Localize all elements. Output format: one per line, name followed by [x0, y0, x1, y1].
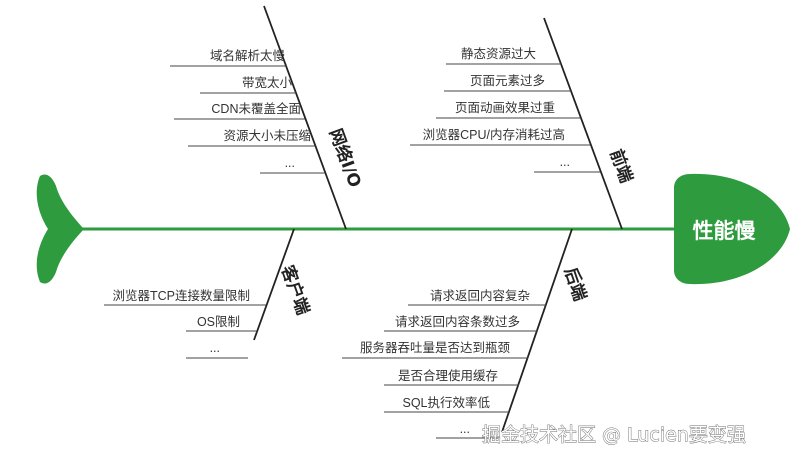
network-causes: 域名解析太慢 带宽太小 CDN未覆盖全面 资源大小未压缩 ... — [170, 48, 325, 174]
cause-frontend-4: 浏览器CPU/内存消耗过高 — [423, 127, 565, 142]
cause-network-4: 资源大小未压缩 — [223, 128, 311, 143]
bone-frontend — [543, 17, 623, 230]
cause-backend-3: 服务器吞吐量是否达到瓶颈 — [360, 340, 511, 355]
watermark: 掘金技术社区 @ Lucien要变强 — [482, 424, 746, 446]
head-label: 性能慢 — [693, 219, 757, 243]
cause-frontend-3: 页面动画效果过重 — [455, 100, 555, 115]
category-client-label: 客户端 — [276, 262, 313, 318]
fish-tail — [36, 174, 84, 284]
cause-network-3: CDN未覆盖全面 — [211, 101, 301, 116]
cause-backend-4: 是否合理使用缓存 — [398, 368, 498, 383]
cause-client-2: OS限制 — [197, 315, 240, 329]
category-network-label: 网络I/O — [325, 126, 366, 190]
client-causes: 浏览器TCP连接数量限制 OS限制 ... — [104, 288, 266, 359]
cause-backend-5: SQL执行效率低 — [402, 395, 490, 410]
cause-client-3: ... — [210, 341, 220, 355]
cause-frontend-1: 静态资源过大 — [461, 47, 536, 61]
cause-network-2: 带宽太小 — [242, 75, 293, 90]
cause-client-1: 浏览器TCP连接数量限制 — [112, 288, 250, 303]
category-frontend-label: 前端 — [605, 147, 636, 186]
cause-network-5: ... — [285, 156, 295, 170]
cause-network-1: 域名解析太慢 — [210, 48, 286, 63]
backend-causes: 请求返回内容复杂 请求返回内容条数过多 服务器吞吐量是否达到瓶颈 是否合理使用缓… — [342, 288, 546, 439]
cause-backend-2: 请求返回内容条数过多 — [395, 314, 520, 329]
cause-backend-6: ... — [460, 422, 470, 436]
bone-network — [263, 5, 347, 230]
fish-head — [674, 173, 790, 285]
cause-frontend-2: 页面元素过多 — [470, 74, 545, 88]
cause-frontend-5: ... — [560, 155, 570, 169]
frontend-causes: 静态资源过大 页面元素过多 页面动画效果过重 浏览器CPU/内存消耗过高 ... — [410, 47, 600, 173]
cause-backend-1: 请求返回内容复杂 — [430, 288, 530, 303]
bone-client — [253, 228, 295, 341]
category-backend-label: 后端 — [560, 265, 591, 304]
